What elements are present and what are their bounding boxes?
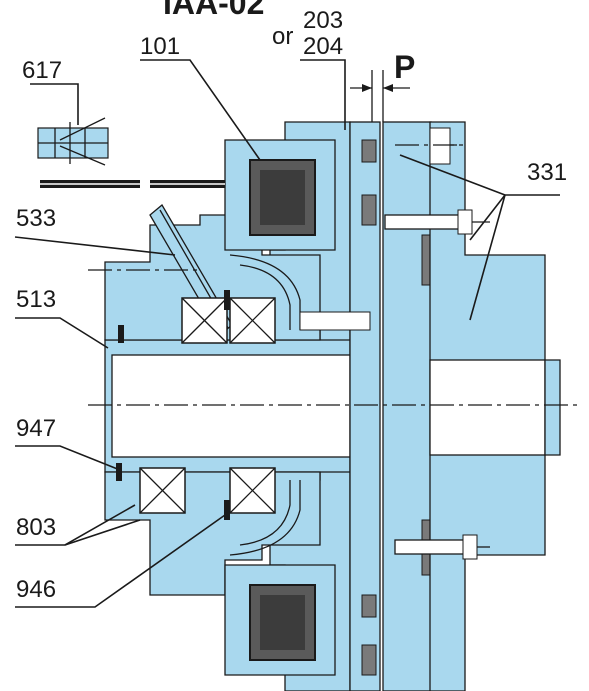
friction-disc <box>382 121 432 691</box>
label-203: 203 <box>303 7 343 34</box>
title-fragment: IAA-02 <box>163 0 264 21</box>
terminal-connector-icon <box>37 117 109 166</box>
bolt-upper <box>384 214 471 230</box>
bearings <box>116 290 276 520</box>
label-101: 101 <box>140 33 180 60</box>
label-947: 947 <box>16 415 56 442</box>
label-803: 803 <box>16 514 56 541</box>
label-204: 204 <box>303 33 343 60</box>
housing <box>104 121 561 691</box>
label-p: P <box>394 49 415 85</box>
labels: 617 101 or 203 204 P 331 533 513 947 803… <box>16 7 567 603</box>
label-331: 331 <box>527 159 567 186</box>
label-946: 946 <box>16 576 56 603</box>
air-gap-marker <box>350 70 410 122</box>
label-or: or <box>272 23 293 50</box>
bearing-cross-icon <box>139 297 276 514</box>
bolt-lower <box>394 539 471 555</box>
label-617: 617 <box>22 57 62 84</box>
label-533: 533 <box>16 205 56 232</box>
leader-lines <box>14 59 560 608</box>
label-513: 513 <box>16 286 56 313</box>
